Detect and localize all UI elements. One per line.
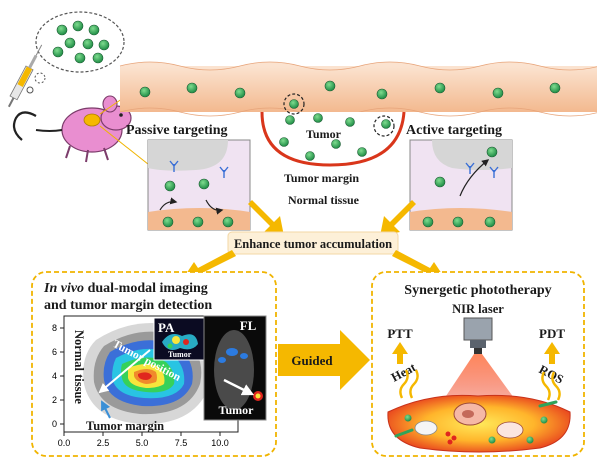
ptt-label: PTT <box>387 326 413 341</box>
normal-tissue-side-label: Normal tissue <box>72 330 86 404</box>
tumor-margin-map: Tumor position Tumor margin Normal tissu… <box>52 315 239 448</box>
x-tick-label: 0.0 <box>58 438 71 448</box>
heat-wave <box>409 369 419 399</box>
imaging-title-line1: In vivo dual-modal imaging <box>43 281 208 296</box>
therapy-panel: Synergetic phototherapy NIR laser <box>371 271 585 457</box>
tumor-margin-arrow <box>101 400 111 419</box>
fl-image-inset: FL Tumor <box>203 315 267 421</box>
passive-highlight-circle <box>283 93 305 115</box>
x-tick-label: 7.5 <box>175 438 188 448</box>
imaging-title-line2: and tumor margin detection <box>44 298 212 313</box>
tumor-position-arrow <box>98 349 151 394</box>
mouse-tumor-spot <box>83 113 101 127</box>
passive-targeting-inset <box>147 139 251 231</box>
mouse-icon <box>12 95 132 163</box>
x-tick-label: 10.0 <box>211 438 229 448</box>
active-highlight-circle <box>373 115 395 137</box>
contour-rings <box>83 322 212 425</box>
pa-image-inset: PA Tumor <box>153 317 207 361</box>
y-ticks: 0 2 4 6 8 <box>52 323 64 429</box>
fl-label: FL <box>240 318 257 333</box>
heat-wave <box>399 369 409 399</box>
tumor-nanoparticles <box>279 113 391 161</box>
tumor-label: Tumor <box>306 127 342 141</box>
ros-wave <box>551 371 561 401</box>
y-tick-label: 2 <box>52 395 57 405</box>
therapy-title: Synergetic phototherapy <box>404 283 551 298</box>
y-tick-label: 6 <box>52 347 57 357</box>
y-tick-label: 4 <box>52 371 57 381</box>
y-tick-label: 8 <box>52 323 57 333</box>
pa-label: PA <box>158 320 175 335</box>
ptt-arrow <box>392 342 408 364</box>
syringe-icon <box>7 44 43 108</box>
nir-laser-icon <box>463 317 493 354</box>
imaging-panel: In vivo dual-modal imaging and tumor mar… <box>31 271 277 457</box>
tumor-region <box>260 93 406 167</box>
enhance-box: Enhance tumor accumulation <box>227 231 399 255</box>
guided-arrow: Guided <box>278 330 370 390</box>
pa-tumor-label: Tumor <box>168 350 192 359</box>
pdt-arrow <box>544 342 560 364</box>
bubble-nanoparticles <box>52 20 110 64</box>
x-tick-label: 5.0 <box>136 438 149 448</box>
y-tick-label: 0 <box>52 419 57 429</box>
fl-tumor-label: Tumor <box>219 403 255 417</box>
passive-targeting-label: Passive targeting <box>126 123 227 138</box>
tissue-band <box>119 61 597 117</box>
active-targeting-label: Active targeting <box>406 123 502 138</box>
tumor-margin-label: Tumor margin <box>284 171 359 185</box>
ros-wave <box>541 371 551 401</box>
enhance-label: Enhance tumor accumulation <box>234 237 392 251</box>
active-targeting-inset <box>409 139 513 231</box>
vessel-nanoparticles <box>139 80 561 100</box>
guided-label: Guided <box>291 353 333 368</box>
tumor-margin-outline <box>260 111 406 167</box>
x-ticks: 0.0 2.5 5.0 7.5 10.0 <box>58 432 229 448</box>
convergence-arrows <box>248 200 416 236</box>
tumor-margin-map-label: Tumor margin <box>86 419 164 433</box>
tumor-tissue-illustration <box>387 394 571 453</box>
pdt-label: PDT <box>539 326 565 341</box>
injection-illustration <box>7 11 125 108</box>
normal-tissue-label: Normal tissue <box>288 193 360 207</box>
nir-laser-label: NIR laser <box>452 302 504 316</box>
x-tick-label: 2.5 <box>97 438 110 448</box>
